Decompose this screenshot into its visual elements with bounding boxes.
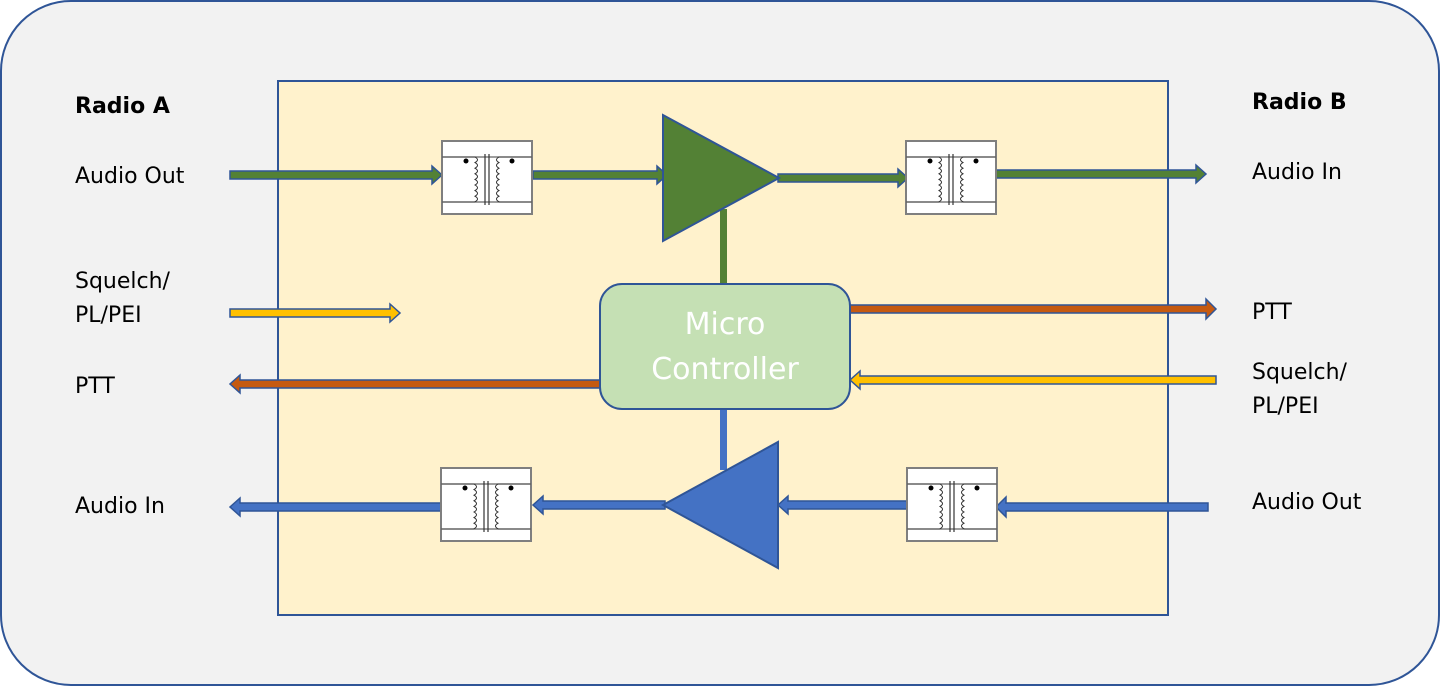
micro-controller-label: Micro Controller	[600, 302, 850, 392]
radio-a-audio-in-label: Audio In	[75, 494, 165, 519]
amp-control-line-green	[720, 209, 727, 284]
micro-controller-line1: Micro	[684, 307, 766, 342]
radio-a-audio-out-label: Audio Out	[75, 164, 185, 189]
amplifier-icon	[660, 440, 779, 570]
transformer-icon	[441, 140, 533, 215]
arrow-controller-to-ptt-a	[228, 373, 601, 395]
transformer-icon	[906, 467, 998, 542]
radio-a-title: Radio A	[75, 94, 170, 119]
arrow-xfmr-to-amp-blue	[776, 494, 909, 516]
radio-b-squelch-label: Squelch/ PL/PEI	[1252, 360, 1347, 419]
arrow-amp-to-xfmr-blue	[531, 494, 666, 516]
arrow-squelch-b-to-controller	[848, 369, 1217, 391]
radio-a-ptt-label: PTT	[75, 374, 115, 399]
arrow-audio-out-a-to-xfmr	[229, 164, 444, 186]
arrow-amp-to-xfmr-green	[777, 167, 910, 189]
micro-controller-line2: Controller	[651, 352, 799, 387]
radio-b-ptt-label: PTT	[1252, 300, 1292, 325]
radio-b-audio-in-label: Audio In	[1252, 160, 1342, 185]
radio-b-audio-out-label: Audio Out	[1252, 490, 1362, 515]
amplifier-icon	[662, 113, 782, 243]
transformer-icon	[905, 140, 997, 215]
radio-a-squelch-label: Squelch/ PL/PEI	[75, 269, 170, 328]
micro-controller	[599, 283, 851, 410]
amp-control-line-blue	[720, 408, 727, 470]
radio-b-title: Radio B	[1252, 90, 1347, 115]
arrow-controller-to-ptt-b	[849, 297, 1218, 321]
transformer-icon	[440, 467, 532, 542]
arrow-xfmr-to-audio-in-b	[995, 163, 1208, 185]
arrow-squelch-a-to-controller	[229, 302, 402, 324]
arrow-audio-out-b-to-xfmr	[994, 495, 1209, 519]
arrow-xfmr-to-audio-in-a	[228, 496, 443, 518]
